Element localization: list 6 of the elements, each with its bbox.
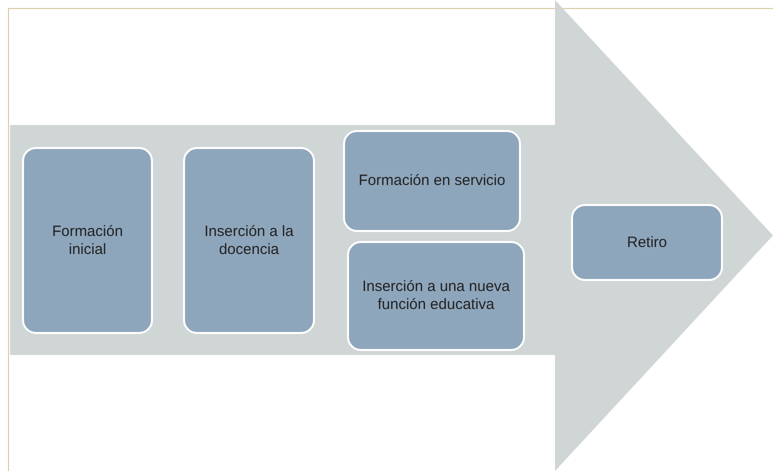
stage-box: Retiro bbox=[571, 204, 723, 281]
stage-box: Inserción a la docencia bbox=[183, 147, 315, 334]
arrow-band bbox=[10, 0, 773, 471]
stage-box: Formación en servicio bbox=[343, 130, 521, 232]
stage-box: Formación inicial bbox=[22, 147, 153, 334]
stage-box: Inserción a una nueva función educativa bbox=[347, 241, 525, 351]
